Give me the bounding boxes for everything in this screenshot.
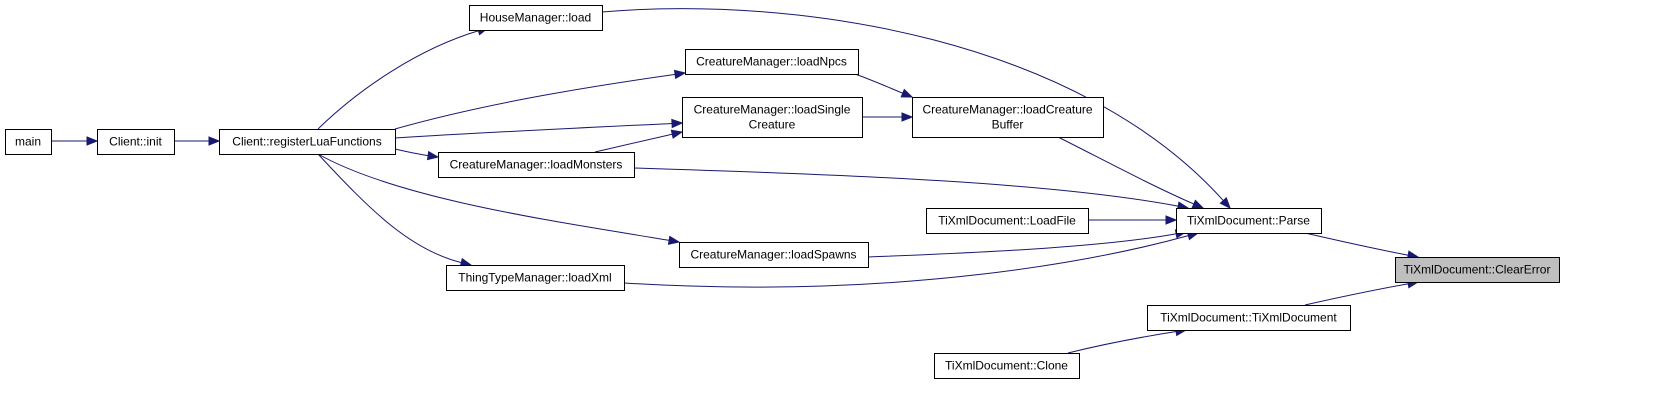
arrowhead-icon [673,69,687,80]
edge-register_lua-to-creature_load_single [394,118,684,139]
edge-creature_load_monsters-to-tixml_parse [633,167,1190,211]
edge-line [394,148,430,157]
edge-creature_load_monsters-to-creature_load_single [594,129,684,153]
arrowhead-icon [1219,197,1231,210]
edge-tixml_loadfile-to-tixml_parse [1088,215,1178,225]
node-box [1395,257,1560,283]
edge-line [1067,330,1178,354]
edge-creature_load_buffer-to-tixml_parse [1057,136,1205,209]
edge-client_init-to-register_lua [174,136,221,146]
node-label: Client::registerLuaFunctions [232,135,381,149]
node-label: TiXmlDocument::TiXmlDocument [1160,311,1337,325]
edge-creature_load_npcs-to-creature_load_buffer [854,73,914,98]
node-label: TiXmlDocument::Clone [945,359,1068,373]
edge-line [623,234,1190,288]
node-tixml-parse[interactable]: TiXmlDocument::Parse [1176,208,1322,234]
node-box [934,353,1080,379]
node-box [5,129,52,155]
call-nodes: main Client::init Client::registerLuaFunct… [5,5,1560,379]
edge-creature_load_single-to-creature_load_buffer [862,112,914,122]
node-label: CreatureManager::loadSingle [694,103,851,117]
edge-line [1057,136,1195,205]
node-label: Buffer [992,118,1024,132]
node-box [469,5,603,31]
node-tixml-loadfile[interactable]: TiXmlDocument::LoadFile [926,208,1089,234]
edge-register_lua-to-house_load [317,26,490,130]
arrowhead-icon [667,235,681,245]
arrowhead-icon [426,150,440,161]
node-label: Client::init [109,135,162,149]
edge-line [1304,232,1410,256]
edge-tixml_ctor-to-tixml_clearerror [1304,279,1420,306]
node-creature-load-npcs[interactable]: CreatureManager::loadNpcs [685,49,859,75]
edge-register_lua-to-creature_load_npcs [394,69,687,130]
node-label: HouseManager::load [480,11,591,25]
node-creature-load-monsters[interactable]: CreatureManager::loadMonsters [438,152,635,178]
node-box [679,242,869,268]
edge-line [854,73,904,95]
node-box [1147,305,1351,331]
edge-line [594,133,674,153]
arrowhead-icon [901,112,914,122]
node-label: TiXmlDocument::ClearError [1404,263,1551,277]
node-label: CreatureManager::loadCreature [922,103,1092,117]
node-box [685,49,859,75]
node-thingtype-load-xml[interactable]: ThingTypeManager::loadXml [446,265,625,291]
node-tixml-ctor[interactable]: TiXmlDocument::TiXmlDocument [1147,305,1351,331]
arrowhead-icon [670,129,684,139]
node-house-load[interactable]: HouseManager::load [469,5,603,31]
node-register-lua[interactable]: Client::registerLuaFunctions [219,129,396,155]
arrowhead-icon [1165,215,1178,225]
edge-tixml_clone-to-tixml_ctor [1067,326,1188,354]
node-label: TiXmlDocument::Parse [1187,214,1310,228]
node-box [926,208,1089,234]
node-label: CreatureManager::loadMonsters [450,158,623,172]
edge-tixml_parse-to-tixml_clearerror [1304,232,1420,260]
arrowhead-icon [671,118,684,129]
node-creature-load-spawns[interactable]: CreatureManager::loadSpawns [679,242,869,268]
arrowhead-icon [1191,199,1205,209]
node-box [1176,208,1322,234]
node-label: TiXmlDocument::LoadFile [938,214,1076,228]
node-box [438,152,635,178]
edge-register_lua-to-creature_load_spawns [317,153,681,245]
node-tixml-clone[interactable]: TiXmlDocument::Clone [934,353,1080,379]
node-box [682,97,863,138]
node-box [912,97,1104,138]
arrowhead-icon [86,136,99,146]
node-label: CreatureManager::loadNpcs [696,55,847,69]
node-client-init[interactable]: Client::init [97,129,175,155]
node-box [446,265,625,291]
node-label: Creature [749,118,796,132]
arrowhead-icon [208,136,221,146]
edge-line [633,167,1180,207]
edge-house_load-to-tixml_parse [601,8,1231,210]
node-label: ThingTypeManager::loadXml [458,271,611,285]
edge-line [1304,283,1410,306]
edge-line [394,122,674,139]
edge-line [317,30,480,130]
edge-register_lua-to-creature_load_monsters [394,148,440,161]
call-edges [51,8,1420,354]
node-main[interactable]: main [5,129,52,155]
node-label: main [15,135,41,149]
node-label: CreatureManager::loadSpawns [690,248,856,262]
edge-line [317,153,671,242]
node-box [97,129,175,155]
arrowhead-icon [900,88,914,98]
node-tixml-clearerror: TiXmlDocument::ClearError [1395,257,1560,283]
edge-main-to-client_init [51,136,99,146]
edge-line [317,153,463,264]
edge-line [601,8,1225,202]
edge-line [394,73,677,130]
edge-line [867,233,1178,258]
node-box [219,129,396,155]
